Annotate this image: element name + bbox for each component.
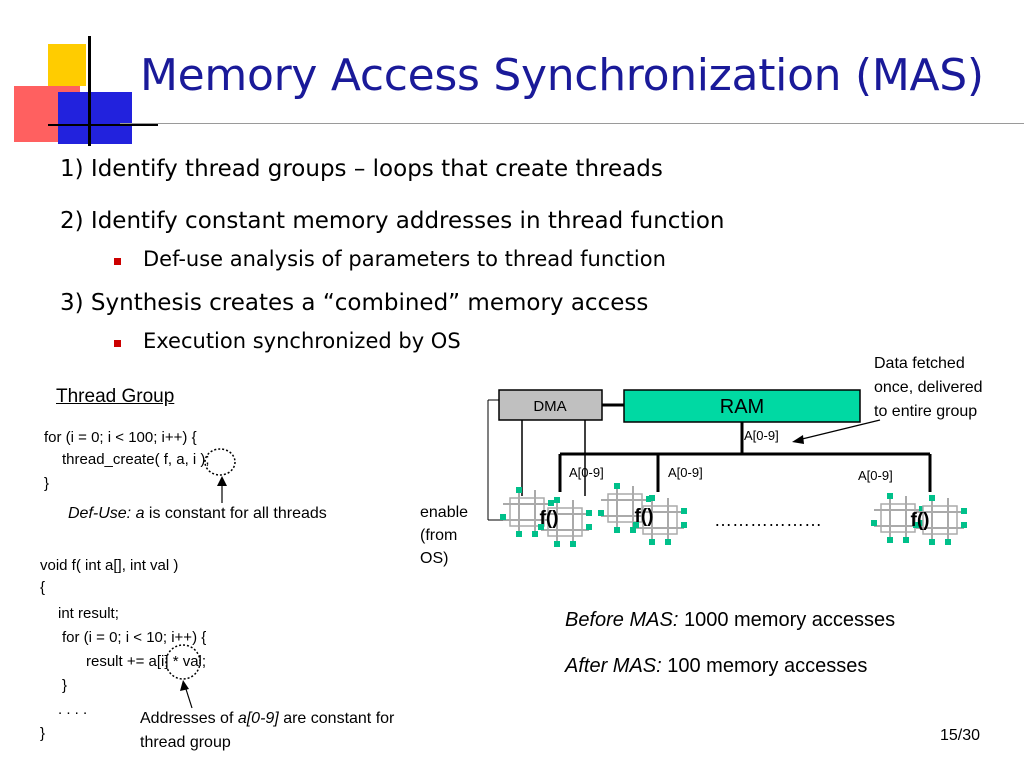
bullet-square-icon [114,340,121,347]
bullet-step-1: 1) Identify thread groups – loops that c… [60,156,663,182]
defuse-note: Def-Use: a is constant for all threads [68,505,327,522]
code-line: int result; [58,605,119,622]
arrow-head [180,680,189,691]
bullet-step-2: 2) Identify constant memory addresses in… [60,208,725,234]
data-fetched-note: once, delivered [874,379,983,396]
data-fetched-note: to entire group [874,403,977,420]
note-arrow [797,419,881,441]
dma-box [498,389,603,421]
addr-label-3: A[0-9] [858,468,893,483]
arrow-head [217,476,227,486]
code-line: void f( int a[], int val ) [40,557,179,574]
note-arrow-head [792,435,804,444]
data-fetched-note: Data fetched [874,355,965,372]
code-line: } [40,725,46,742]
page-number: 15/30 [940,727,981,744]
enable-text: OS) [420,550,448,567]
dotted-circle-ai [165,644,201,680]
bullet-step-2-sub: Def-use analysis of parameters to thread… [143,247,666,271]
bullet-step-3-sub: Execution synchronized by OS [143,329,461,353]
addresses-note-line2: thread group [140,734,231,751]
dotted-circle-a [204,448,236,476]
logo-decoration [0,30,158,150]
code-line: thread_create( f, a, i ); [62,451,210,468]
addr-label-2: A[0-9] [668,465,703,480]
ram-box [623,389,861,423]
code-line: { [40,579,46,596]
bullet-square-icon [114,258,121,265]
func-label-3: f() [911,510,930,531]
func-label-2: f() [635,506,654,527]
ellipsis-dots: ……………… [714,510,822,530]
title-underline [120,123,1024,124]
before-mas: Before MAS: 1000 memory accesses [565,609,896,631]
after-mas: After MAS: 100 memory accesses [565,655,868,677]
arrow-up-addresses [184,685,193,709]
addr-label-top: A[0-9] [744,428,779,443]
code-line: for (i = 0; i < 10; i++) { [62,629,207,646]
code-line: for (i = 0; i < 100; i++) { [44,429,197,446]
enable-text: (from [420,527,457,544]
thread-group-heading: Thread Group [56,386,175,407]
func-label-1: f() [540,508,559,529]
addr-label-1: A[0-9] [569,465,604,480]
code-line: } [62,677,68,694]
bullet-step-3: 3) Synthesis creates a “combined” memory… [60,290,649,316]
code-line: } [44,475,50,492]
dma-label: DMA [533,398,566,415]
code-line: result += a[i] * val; [86,653,207,670]
page-title: Memory Access Synchronization (MAS) [140,50,984,101]
addresses-note: Addresses of a[0-9] are constant for [140,710,395,727]
enable-text: enable [420,504,468,521]
ram-label: RAM [720,396,764,418]
code-line: . . . . [58,701,88,718]
